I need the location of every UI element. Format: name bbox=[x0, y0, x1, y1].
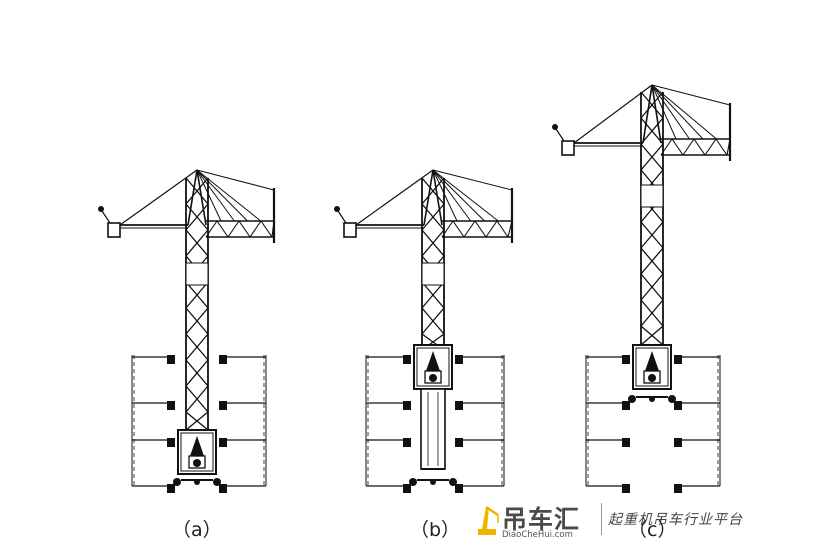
watermark-divider bbox=[601, 503, 602, 535]
watermark-brand: 吊车汇 bbox=[502, 505, 581, 534]
caption-b: （b） bbox=[410, 519, 461, 541]
crane-figure-c bbox=[552, 84, 732, 493]
watermark: 吊车汇 DiaoCheHui.com 起重机吊车行业平台 bbox=[474, 497, 774, 541]
watermark-domain: DiaoCheHui.com bbox=[502, 530, 573, 540]
caption-a: （a） bbox=[172, 519, 222, 541]
crane-figure-a bbox=[98, 169, 276, 493]
crane-figure-b bbox=[334, 169, 514, 493]
crane-logo-icon bbox=[478, 505, 499, 535]
caption-c: （c） bbox=[628, 519, 677, 541]
watermark-slogan: 起重机吊车行业平台 bbox=[608, 512, 743, 528]
